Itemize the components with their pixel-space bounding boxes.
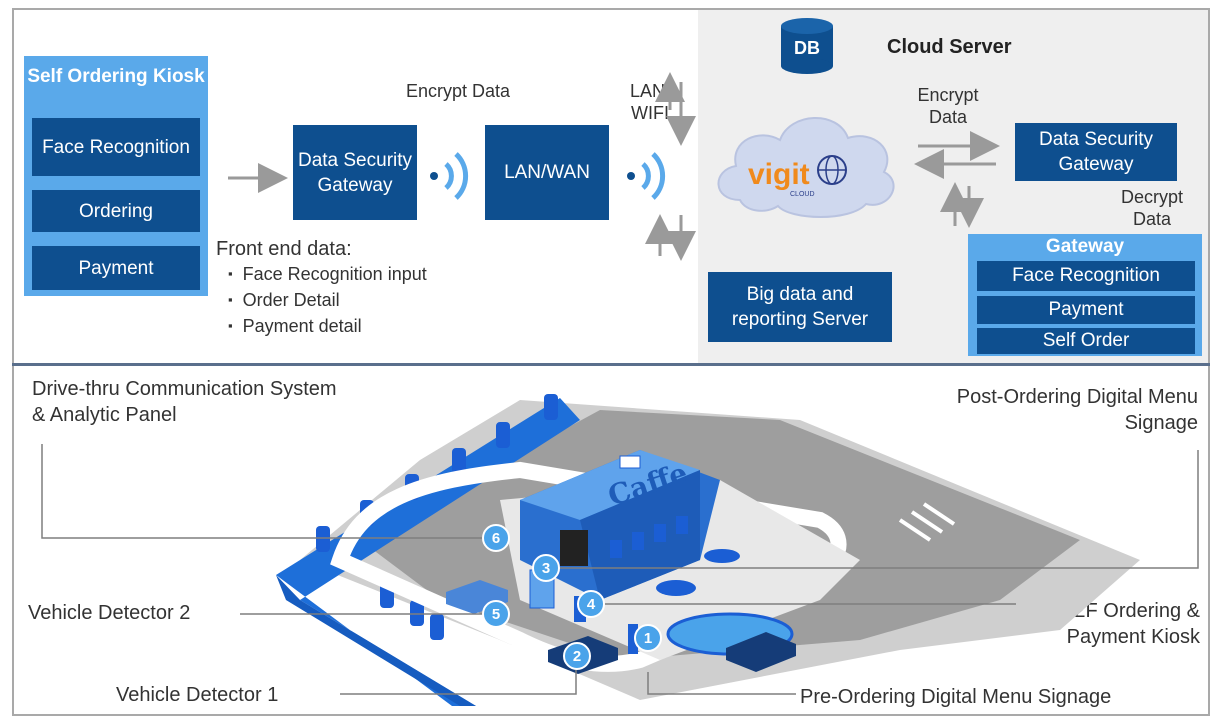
gateway-self-order: Self Order (977, 328, 1195, 354)
database-icon (781, 18, 833, 74)
up-down-arrows-icon (645, 214, 696, 261)
front-end-title: Front end data: (216, 238, 352, 260)
lan-wan-box: LAN/WAN (485, 125, 609, 220)
svg-text:2: 2 (573, 648, 581, 665)
decrypt-data-label: Decrypt Data (1120, 187, 1183, 229)
diagram-frame (12, 8, 1210, 716)
drive-thru-label: Drive-thru Communication System & Analyt… (32, 378, 337, 426)
marker-4: 4 (577, 590, 605, 618)
up-down-arrows-icon (655, 72, 696, 146)
marker-5: 5 (482, 600, 510, 628)
post-ordering-label: Post-Ordering Digital Menu Signage (956, 386, 1198, 434)
front-end-item: Payment detail (228, 316, 362, 337)
pre-ordering-label: Pre-Ordering Digital Menu Signage (800, 686, 1112, 708)
svg-text:1: 1 (644, 630, 652, 647)
leader-lines (41, 444, 1199, 695)
marker-3: 3 (532, 554, 560, 582)
kiosk-ordering: Ordering (32, 190, 200, 232)
gateway-title: Gateway (1045, 236, 1125, 257)
data-security-gateway-left: Data Security Gateway (293, 125, 417, 220)
marker-2: 2 (563, 642, 591, 670)
svg-text:6: 6 (492, 530, 500, 547)
kiosk-title: Self Ordering Kiosk (27, 66, 205, 87)
db-label: DB (794, 38, 820, 58)
svg-text:5: 5 (492, 606, 500, 623)
svg-text:vigit: vigit (748, 158, 810, 191)
cloud-server-title: Cloud Server (887, 36, 1012, 58)
front-end-item: Order Detail (228, 290, 340, 311)
big-data-server: Big data and reporting Server (708, 272, 892, 342)
svg-text:3: 3 (542, 560, 550, 577)
f2f-kiosk-label: F2F Ordering & Payment Kiosk (1062, 600, 1200, 648)
vigit-cloud-logo: vigit CLOUD (717, 117, 895, 218)
marker-1: 1 (634, 624, 662, 652)
svg-text:4: 4 (587, 596, 596, 613)
encrypt-data-label: Encrypt Data (405, 81, 511, 101)
svg-text:CLOUD: CLOUD (790, 191, 815, 198)
vehicle-detector-2-label: Vehicle Detector 2 (28, 602, 191, 624)
wifi-icon (627, 152, 666, 200)
wifi-icon (430, 152, 469, 200)
marker-6: 6 (482, 524, 510, 552)
gateway-payment: Payment (977, 296, 1195, 324)
section-divider (12, 363, 1210, 366)
vehicle-detector-1-label: Vehicle Detector 1 (116, 684, 279, 706)
kiosk-payment: Payment (32, 246, 200, 290)
drive-thru-illustration: Caffe (276, 394, 1140, 706)
gateway-face-recognition: Face Recognition (977, 261, 1195, 291)
data-security-gateway-right: Data Security Gateway (1015, 123, 1177, 181)
encrypt-data-right-label: Encrypt Data (917, 85, 979, 127)
kiosk-face-recognition: Face Recognition (32, 118, 200, 176)
front-end-item: Face Recognition input (228, 264, 427, 285)
